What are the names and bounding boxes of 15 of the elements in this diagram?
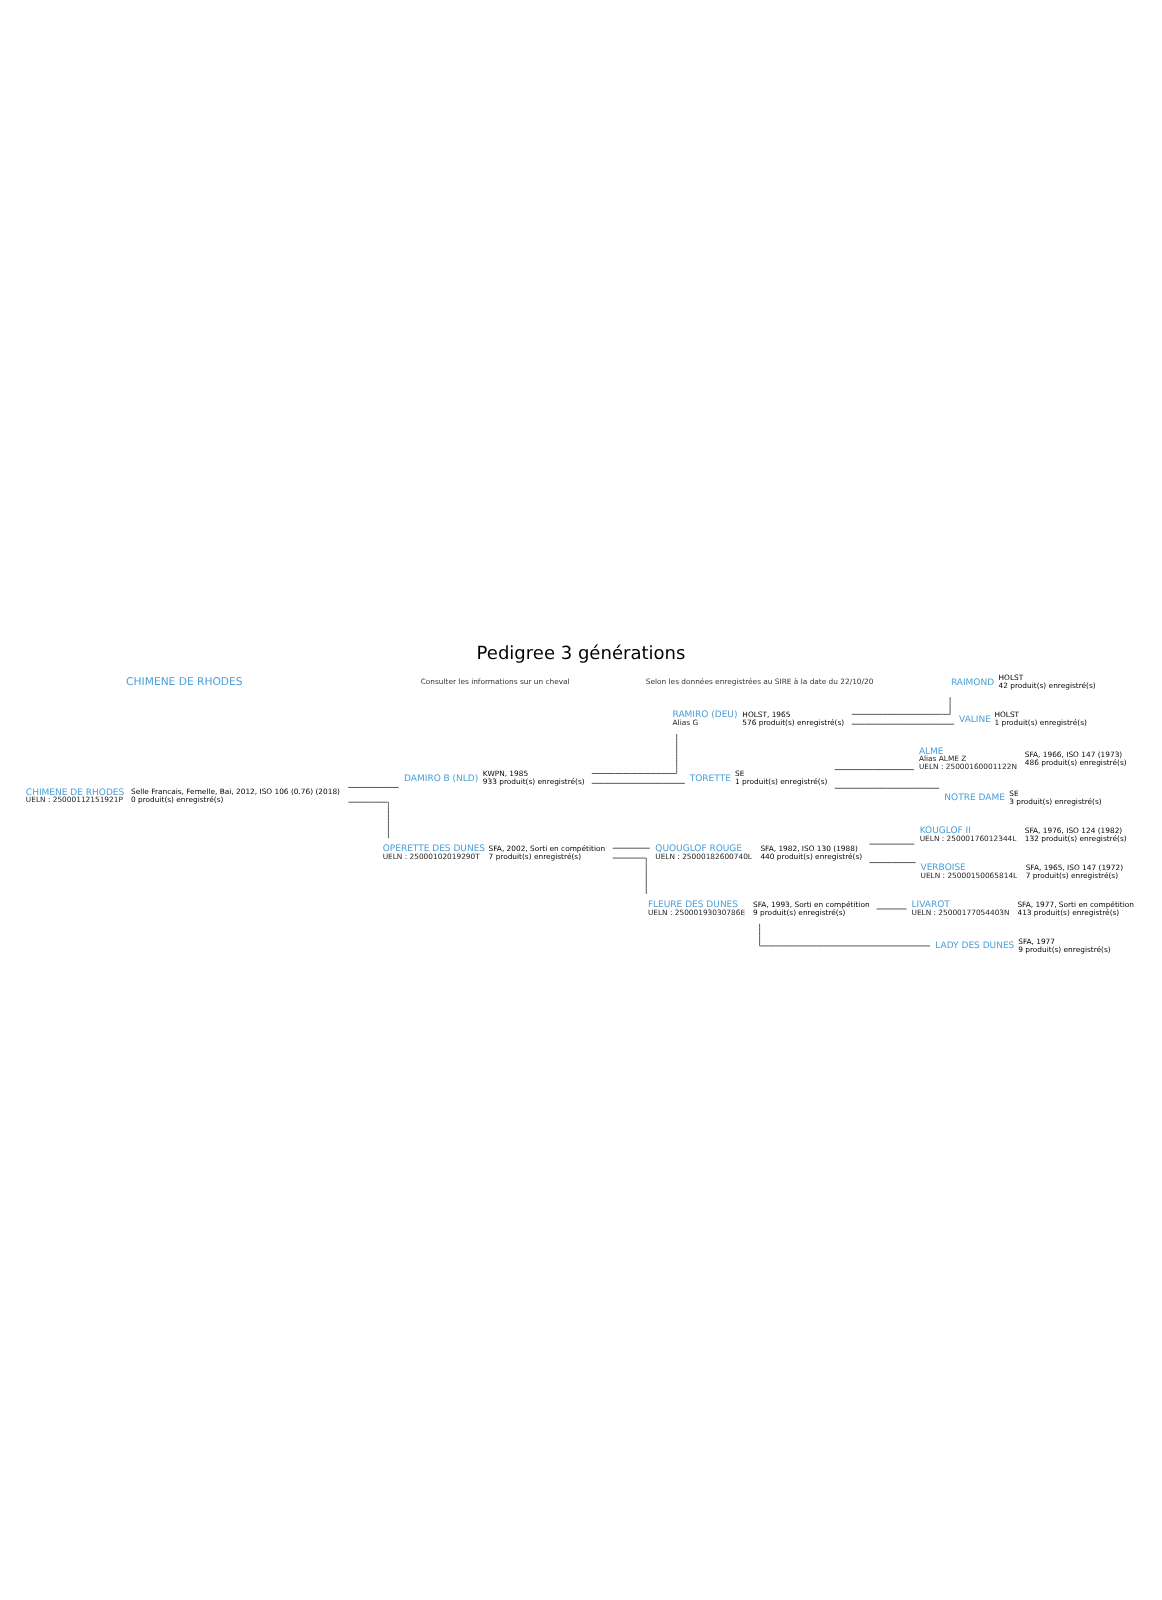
connector	[612, 856, 647, 894]
connector	[876, 907, 907, 909]
connector	[851, 722, 955, 724]
connector	[868, 842, 915, 844]
connector	[347, 800, 389, 838]
connector	[591, 732, 678, 773]
connector	[759, 922, 931, 946]
diagram-title: Pedigree 3 générations	[476, 644, 686, 665]
connector	[851, 695, 951, 714]
connector	[868, 861, 917, 863]
connector	[591, 781, 686, 783]
connector	[612, 846, 651, 848]
connector	[834, 786, 940, 788]
connector	[347, 785, 400, 787]
connector	[834, 768, 915, 770]
